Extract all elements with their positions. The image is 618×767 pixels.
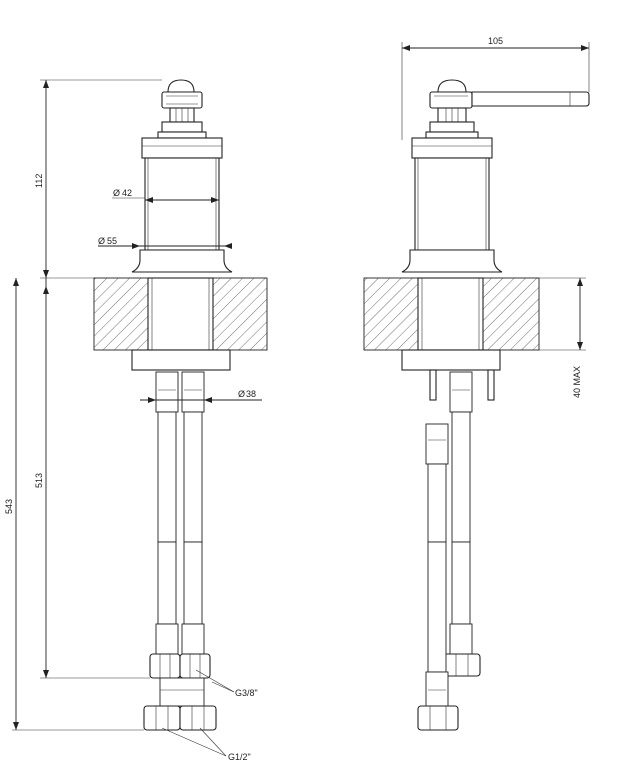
side-stud-left [429, 369, 437, 401]
front-dimensions [12, 79, 262, 757]
front-body [131, 137, 233, 273]
dim-38-symbol: Ø [238, 389, 245, 399]
front-worktop [93, 277, 268, 371]
front-handle-knob [157, 79, 207, 139]
side-handle-lever [425, 79, 590, 139]
dim-55-label: 55 [107, 236, 117, 246]
front-view: 112 Ø 42 Ø 55 Ø 38 513 543 G3/8" G1/2" [4, 79, 268, 762]
dim-42-label: 42 [122, 188, 132, 198]
front-hoses [143, 371, 217, 731]
dim-112-label: 112 [34, 174, 44, 188]
dim-543-label: 543 [4, 499, 14, 514]
dim-42-symbol: Ø [113, 188, 120, 198]
side-hoses [417, 371, 481, 731]
side-stud-right [487, 369, 495, 401]
dim-38-label: 38 [246, 389, 256, 399]
dim-513-label: 513 [34, 473, 44, 488]
side-body [401, 137, 503, 273]
dim-105-label: 105 [488, 36, 503, 46]
side-view: 105 40 MAX [363, 36, 590, 731]
thread-g38-label: G3/8" [235, 688, 258, 698]
side-dimensions [401, 42, 590, 351]
dim-55-symbol: Ø [98, 236, 105, 246]
dim-40max-label: 40 MAX [572, 366, 582, 398]
side-worktop [363, 277, 540, 371]
thread-g12-label: G1/2" [228, 752, 251, 762]
